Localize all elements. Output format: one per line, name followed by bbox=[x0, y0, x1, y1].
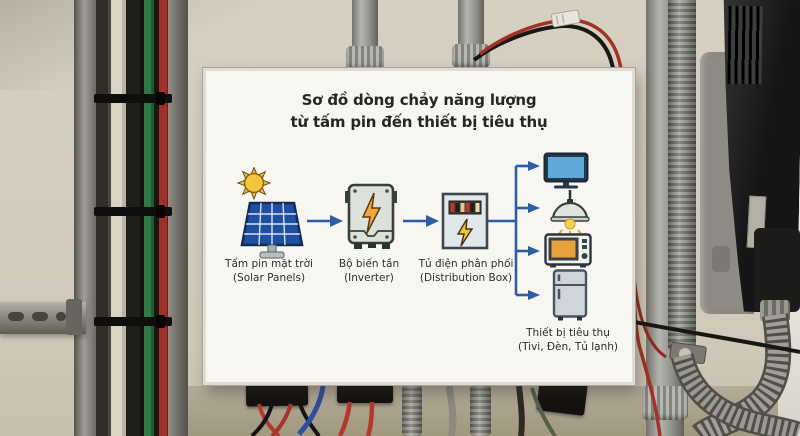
inverter-label-en: (Inverter) bbox=[344, 272, 394, 284]
conduit-coupling bbox=[642, 386, 688, 420]
conduit-pipe bbox=[458, 0, 484, 50]
consumers-label-items: (Tivi, Đèn, Tủ lạnh) bbox=[517, 341, 618, 353]
zip-tie-knob bbox=[156, 205, 165, 218]
zip-tie bbox=[94, 92, 172, 105]
refrigerator-icon bbox=[552, 269, 588, 321]
bracket-slot bbox=[712, 246, 730, 272]
inverter-label-vi: Bộ biến tần bbox=[338, 258, 400, 270]
microwave-icon bbox=[544, 233, 592, 268]
solar-panel-icon bbox=[236, 167, 304, 259]
inverter-label: Bộ biến tần (Inverter) bbox=[314, 257, 424, 285]
sign-title-line1: Sơ đồ dòng chảy năng lượng bbox=[301, 91, 537, 109]
sign-board: Sơ đồ dòng chảy năng lượng từ tấm pin đế… bbox=[203, 68, 635, 385]
junction-box bbox=[245, 383, 309, 407]
distribution-box-label-vi: Tủ điện phân phối bbox=[418, 258, 514, 270]
cable-tray-right-rail bbox=[168, 0, 188, 436]
cable-bundle bbox=[96, 0, 170, 436]
branch-connector bbox=[488, 161, 540, 300]
consumers-label: Thiết bị tiêu thụ (Tivi, Đèn, Tủ lạnh) bbox=[498, 326, 638, 354]
inverter-icon bbox=[345, 183, 397, 249]
device-vent-grille bbox=[727, 5, 763, 85]
flow-arrow-icon bbox=[403, 215, 439, 227]
zip-tie-knob bbox=[156, 92, 165, 105]
tv-icon bbox=[543, 152, 589, 189]
conduit-coupling bbox=[452, 44, 490, 68]
zip-tie bbox=[94, 205, 172, 218]
corrugated-conduit bbox=[668, 0, 696, 352]
solar-panel-label-vi: Tấm pin mặt trời bbox=[225, 258, 313, 270]
strut-slot bbox=[32, 312, 48, 321]
pendant-lamp-icon bbox=[550, 190, 590, 236]
device-cable-gland bbox=[760, 300, 790, 322]
solar-panel-label: Tấm pin mặt trời (Solar Panels) bbox=[214, 257, 324, 285]
conduit-pipe bbox=[352, 0, 378, 52]
distribution-box-icon bbox=[441, 192, 489, 250]
consumers-label-vi: Thiết bị tiêu thụ bbox=[526, 327, 610, 339]
flow-arrow-icon bbox=[307, 215, 343, 227]
distribution-box-label: Tủ điện phân phối (Distribution Box) bbox=[402, 257, 530, 285]
corrugated-hose bbox=[402, 385, 422, 436]
sign-title: Sơ đồ dòng chảy năng lượng từ tấm pin đế… bbox=[206, 89, 632, 133]
cable-connector bbox=[550, 9, 581, 28]
corrugated-hose bbox=[470, 385, 491, 436]
strut-slot bbox=[8, 312, 24, 321]
zip-tie bbox=[94, 315, 172, 328]
strut-slot bbox=[56, 312, 66, 321]
sun-icon bbox=[236, 167, 272, 201]
sign-title-line2: từ tấm pin đến thiết bị tiêu thụ bbox=[290, 113, 548, 131]
wall-anchor bbox=[679, 348, 691, 360]
zip-tie-knob bbox=[156, 315, 165, 328]
device-bottom-module bbox=[754, 228, 800, 312]
strut-bracket bbox=[66, 299, 82, 335]
conduit-coupling bbox=[346, 46, 384, 70]
distribution-box-label-en: (Distribution Box) bbox=[419, 272, 513, 284]
solar-panel-label-en: (Solar Panels) bbox=[232, 272, 306, 284]
cable-tray-left-rail bbox=[74, 0, 96, 436]
junction-box bbox=[337, 384, 393, 403]
